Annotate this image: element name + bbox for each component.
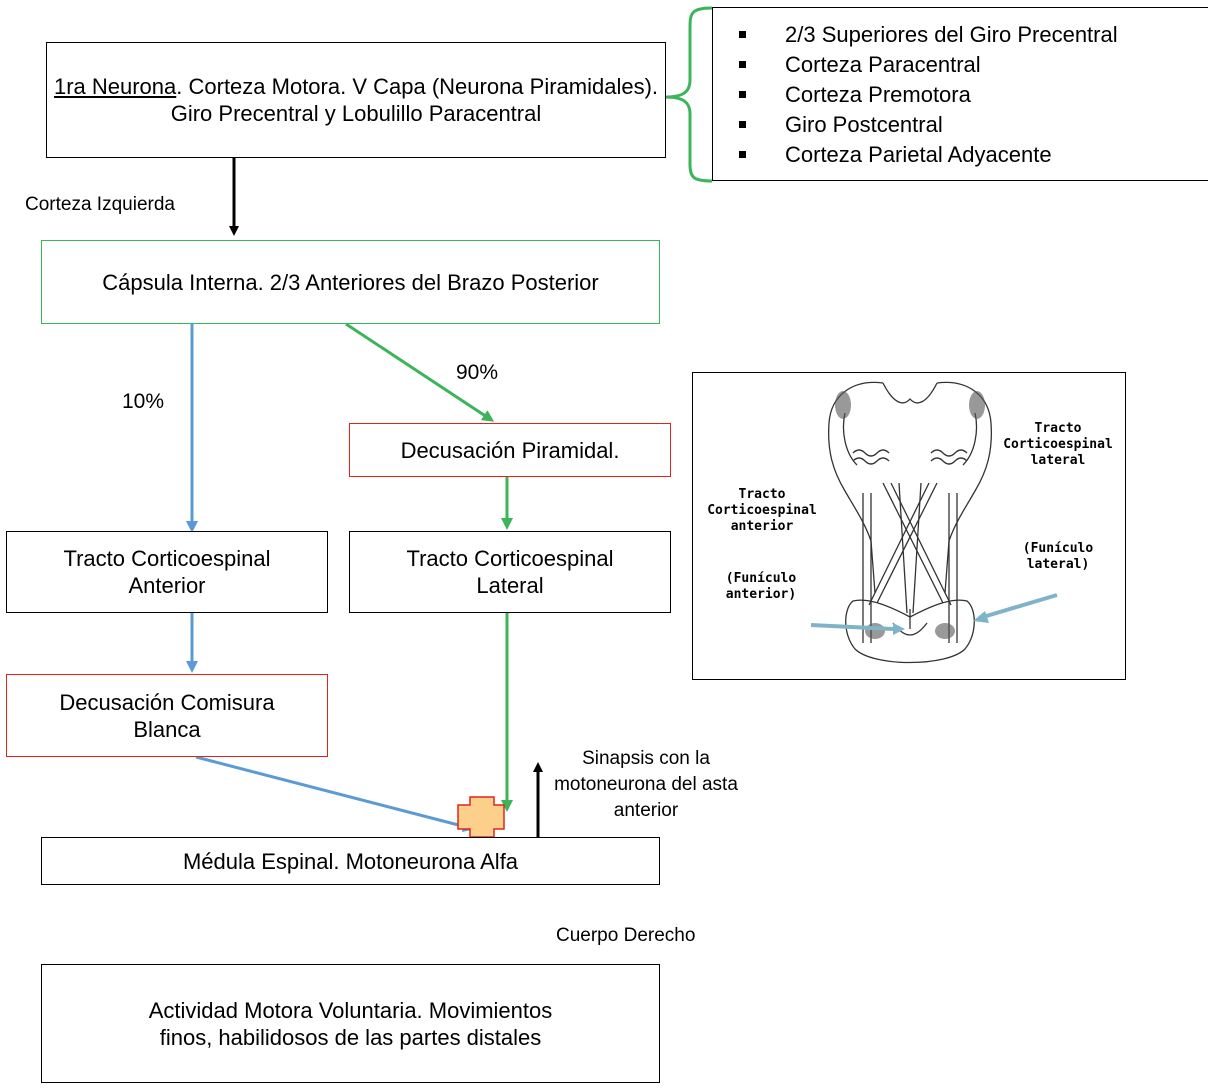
arrow-capsule-to-decussation	[345, 322, 495, 422]
list-item: Corteza Parietal Adyacente	[733, 140, 1208, 170]
list-item: Corteza Premotora	[733, 80, 1208, 110]
list-item: Corteza Paracentral	[733, 50, 1208, 80]
list-item: Giro Postcentral	[733, 110, 1208, 140]
medulla-spinal-cord-drawing	[810, 381, 1058, 664]
internal-capsule-box: Cápsula Interna. 2/3 Anteriores del Braz…	[41, 240, 660, 324]
synapse-label: Sinapsis con la motoneurona del asta ant…	[554, 748, 738, 821]
right-body-label: Cuerpo Derecho	[556, 925, 696, 946]
ten-percent-label: 10%	[122, 390, 165, 413]
synapse-plaque	[457, 796, 505, 838]
white-commissure-box: Decusación Comisura Blanca	[6, 674, 328, 757]
corticospinal-illustration: Tracto Corticoespinal anterior (Funículo…	[692, 372, 1126, 680]
arrow-commissure-to-cord	[195, 755, 475, 833]
first-neuron-box: 1ra Neurona. Corteza Motora. V Capa (Neu…	[46, 42, 666, 158]
anterior-funiculus-label: (Funículo anterior)	[725, 571, 797, 602]
lateral-funiculus-label: (Funículo lateral)	[1022, 541, 1094, 572]
list-item: 2/3 Superiores del Giro Precentral	[733, 20, 1208, 50]
bullet-square-icon	[739, 121, 746, 128]
bullet-square-icon	[739, 151, 746, 158]
ninety-percent-label: 90%	[456, 361, 499, 384]
spinal-cord-box: Médula Espinal. Motoneurona Alfa	[41, 837, 660, 885]
motor-activity-box: Actividad Motora Voluntaria. Movimientos…	[41, 964, 660, 1083]
left-cortex-label: Corteza Izquierda	[25, 194, 175, 215]
anterior-tract-box: Tracto Corticoespinal Anterior	[6, 531, 328, 613]
curly-brace	[664, 6, 713, 183]
bullet-square-icon	[739, 91, 746, 98]
bullet-square-icon	[739, 61, 746, 68]
cortex-areas-list: 2/3 Superiores del Giro Precentral Corte…	[712, 7, 1208, 181]
pyramidal-decussation-box: Decusación Piramidal.	[349, 423, 671, 477]
lateral-tract-illustration-label: Tracto Corticoespinal lateral	[1003, 421, 1113, 468]
lateral-tract-box: Tracto Corticoespinal Lateral	[349, 531, 671, 613]
bullet-square-icon	[739, 31, 746, 38]
first-neuron-description: . Corteza Motora. V Capa (Neurona Pirami…	[170, 74, 659, 126]
anterior-tract-illustration-label: Tracto Corticoespinal anterior	[707, 487, 817, 534]
first-neuron-title: 1ra Neurona	[53, 74, 177, 99]
